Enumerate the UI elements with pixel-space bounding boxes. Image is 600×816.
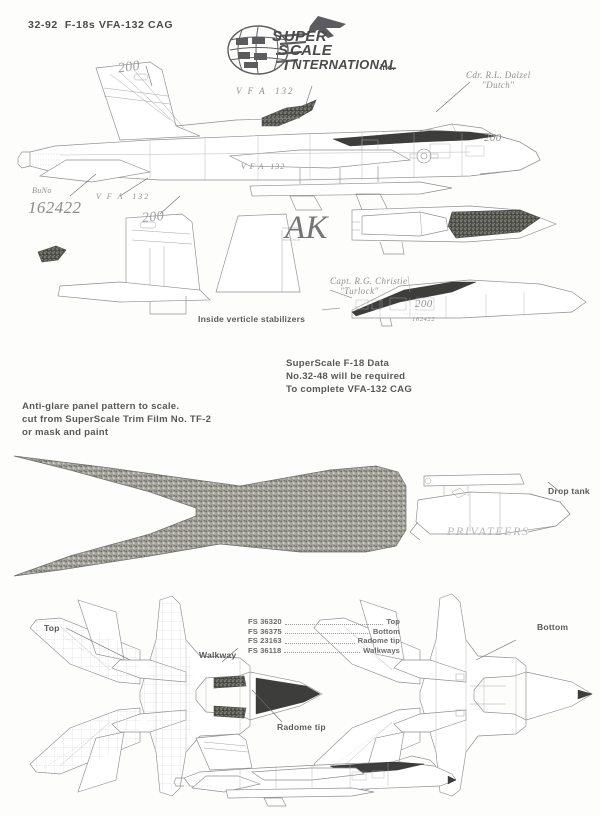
- speed-streaks-icon: [275, 32, 309, 64]
- data-note-line-3: To complete VFA-132 CAG: [286, 384, 413, 395]
- data-note-line-1: SuperScale F-18 Data: [286, 358, 390, 369]
- fs-code-0: FS 36320: [248, 617, 282, 626]
- antiglare-note-line-2: cut from SuperScale Trim Film No. TF-2: [22, 414, 212, 425]
- jet-silhouette-icon: [308, 16, 346, 38]
- handwriting-bureau-label: BuNo: [32, 186, 52, 195]
- fa18-side-profile-top: [17, 61, 541, 215]
- fs-row-1: FS 36375 Bottom: [248, 627, 400, 637]
- fs-leader-0: [284, 623, 384, 625]
- handwriting-nose-number: 200: [484, 132, 502, 144]
- logo-artwork: [227, 16, 346, 75]
- vertical-stabilizer-left-view: [37, 213, 211, 315]
- fs-row-2: FS 23163 Radome tip: [248, 636, 400, 646]
- handwriting-pilot-nickname-mid: "Turlock": [340, 286, 379, 296]
- callout-walkway: Walkway: [199, 650, 237, 660]
- stabilizer-leader: [321, 307, 341, 311]
- fs-color-table: FS 36320 Top FS 36375 Bottom FS 23163 Ra…: [248, 617, 400, 655]
- handwriting-tail-number-top: 200: [116, 58, 142, 77]
- antiglare-note-line-3: or mask and paint: [22, 427, 109, 438]
- handwriting-nose-name: Cdr. R.L. Dalzel: [466, 70, 531, 80]
- vertical-stabilizer-right-view: [215, 213, 301, 293]
- logo-suffix: inc.: [380, 63, 395, 72]
- page-title: 32-92 F-18s VFA-132 CAG: [28, 19, 174, 31]
- antiglare-note-line-1: Anti-glare panel pattern to scale.: [22, 401, 180, 412]
- superscale-logo: S UPER S CALE I NTERNATIONAL inc.: [222, 14, 402, 76]
- handwriting-bureau-number: 162422: [28, 198, 82, 217]
- nose-side-view: [329, 275, 587, 327]
- callout-radome-tip: Radome tip: [277, 722, 326, 732]
- fa18-side-profile-small: [173, 733, 457, 807]
- handwriting-pilot-name-mid: Capt. R.G. Christie: [330, 276, 408, 286]
- fs-use-3: Walkways: [363, 645, 400, 655]
- fs-leader-3: [284, 652, 361, 654]
- fs-code-1: FS 36375: [248, 626, 282, 636]
- fa18-plan-view-top: [29, 595, 323, 797]
- nose-top-view: [351, 205, 557, 255]
- drop-tank-view: [409, 473, 571, 541]
- fs-use-2: Radome tip: [357, 636, 400, 646]
- fs-use-1: Bottom: [372, 626, 400, 636]
- callout-top: Top: [44, 623, 60, 633]
- logo-cap-i: I: [284, 57, 289, 74]
- handwriting-tank-script: PRIVATEERS: [447, 524, 530, 538]
- globe-icon: [227, 25, 289, 75]
- handwriting-nose-nickname: "Dutch": [482, 80, 515, 90]
- handwriting-side-squadron: V F A 132: [96, 192, 151, 201]
- logo-word-scale: CALE: [290, 42, 333, 59]
- logo-cap-s1: S: [272, 28, 283, 45]
- logo-word-international: NTERNATIONAL: [292, 57, 398, 72]
- handwriting-nose-number-mid: 200: [415, 298, 433, 310]
- callout-bottom: Bottom: [537, 622, 569, 632]
- logo-cap-s2: S: [278, 42, 289, 59]
- fs-leader-1: [284, 633, 370, 635]
- handwriting-lex-marking: V F A 132: [241, 162, 286, 171]
- fs-use-0: Top: [386, 617, 400, 626]
- handwriting-tail-number-mid: 200: [141, 208, 165, 227]
- fs-row-3: FS 36118 Walkways: [248, 646, 400, 656]
- data-note-line-2: No.32-48 will be required: [286, 371, 406, 382]
- handwriting-tail-code: AK: [285, 210, 328, 246]
- antiglare-panel-pattern: [13, 455, 407, 577]
- handwriting-nose-stencil: 162422: [412, 316, 436, 323]
- callout-drop-tank: Drop tank: [548, 486, 590, 496]
- handwriting-squadron-top: V F A 132: [236, 86, 295, 96]
- fs-row-0: FS 36320 Top: [248, 617, 400, 627]
- logo-word-super: UPER: [284, 28, 327, 45]
- fs-leader-2: [284, 642, 355, 644]
- fs-code-2: FS 23163: [248, 636, 282, 646]
- label-inside-stabilizers: Inside verticle stabilizers: [198, 314, 306, 324]
- fs-code-3: FS 36118: [248, 645, 282, 655]
